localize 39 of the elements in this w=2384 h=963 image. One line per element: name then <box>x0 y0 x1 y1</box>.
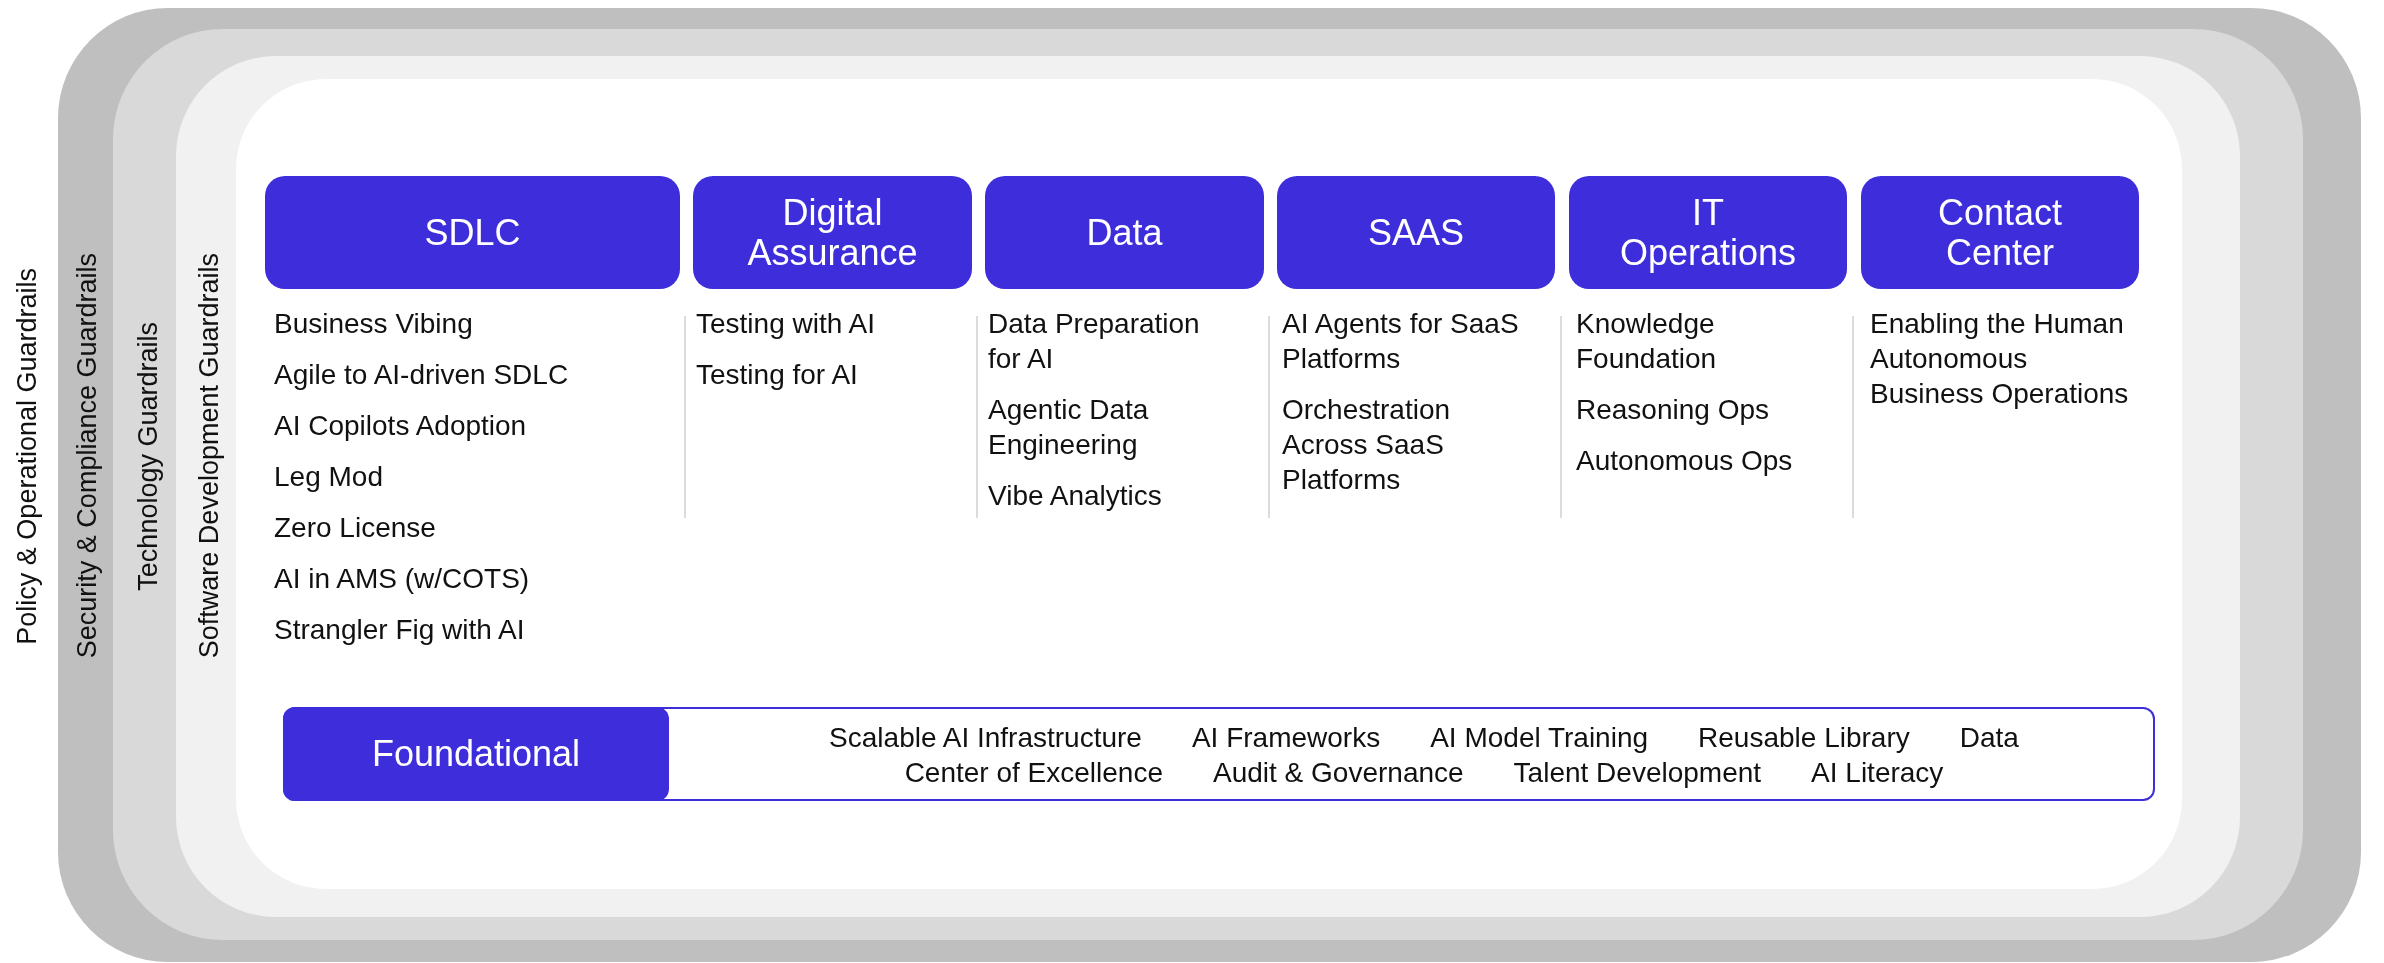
list-item-text: Vibe Analytics <box>988 479 1163 513</box>
band-heading: Security & Compliance Guardrails <box>72 253 103 659</box>
list-item-text: Zero License <box>274 511 437 545</box>
category-header: Contact Center <box>1861 176 2139 289</box>
list-item-text: Knowledge Foundation <box>1576 307 1718 376</box>
foundation-label: Foundational <box>283 707 669 801</box>
category-header: IT Operations <box>1569 176 1847 289</box>
foundation-item-text: Center of Excellence <box>904 756 1163 789</box>
category-header: SDLC <box>265 176 680 289</box>
list-item-text: Agile to AI-driven SDLC <box>274 358 570 392</box>
category-header: SAAS <box>1277 176 1555 289</box>
list-item-text: Agentic Data Engineering <box>988 393 1150 462</box>
list-item-text: Autonomous Ops <box>1576 444 1794 478</box>
band-heading: Software Development Guardrails <box>194 253 225 659</box>
list-item-text: Strangler Fig with AI <box>274 613 526 647</box>
category-header: Digital Assurance <box>693 176 972 289</box>
list-item-text: AI Copilots Adoption <box>274 409 528 443</box>
foundation-item-text: Audit & Governance <box>1213 756 1464 789</box>
category-header: Data <box>985 176 1264 289</box>
foundation-item-text: Scalable AI Infrastructure <box>829 721 1142 754</box>
list-item-text: Business Vibing <box>274 307 474 341</box>
list-item-text: Testing for AI <box>696 358 859 392</box>
foundation-item-text: AI Literacy <box>1811 756 1944 789</box>
band-heading: Technology Guardrails <box>133 321 164 591</box>
foundation-bar <box>283 707 2155 801</box>
list-item-text: Data Preparation for AI <box>988 307 1201 376</box>
foundation-item-text: AI Frameworks <box>1191 721 1381 754</box>
foundation-item-text: Reusable Library <box>1698 721 1910 754</box>
foundation-item-text: Data <box>1959 721 2019 754</box>
list-item-text: AI Agents for SaaS Platforms <box>1282 307 1520 376</box>
foundation-item-text: Talent Development <box>1513 756 1762 789</box>
list-item-text: Enabling the Human Autonomous Business Operations <box>1870 307 2130 411</box>
list-item-text: Leg Mod <box>274 460 384 494</box>
list-item-text: Orchestration Across SaaS Platforms <box>1282 393 1452 497</box>
list-item-text: Reasoning Ops <box>1576 393 1770 427</box>
list-item-text: AI in AMS (w/COTS) <box>274 562 531 596</box>
foundation-item-text: AI Model Training <box>1430 721 1649 754</box>
list-item-text: Testing with AI <box>696 307 876 341</box>
band-heading: Policy & Operational Guardrails <box>12 267 43 645</box>
